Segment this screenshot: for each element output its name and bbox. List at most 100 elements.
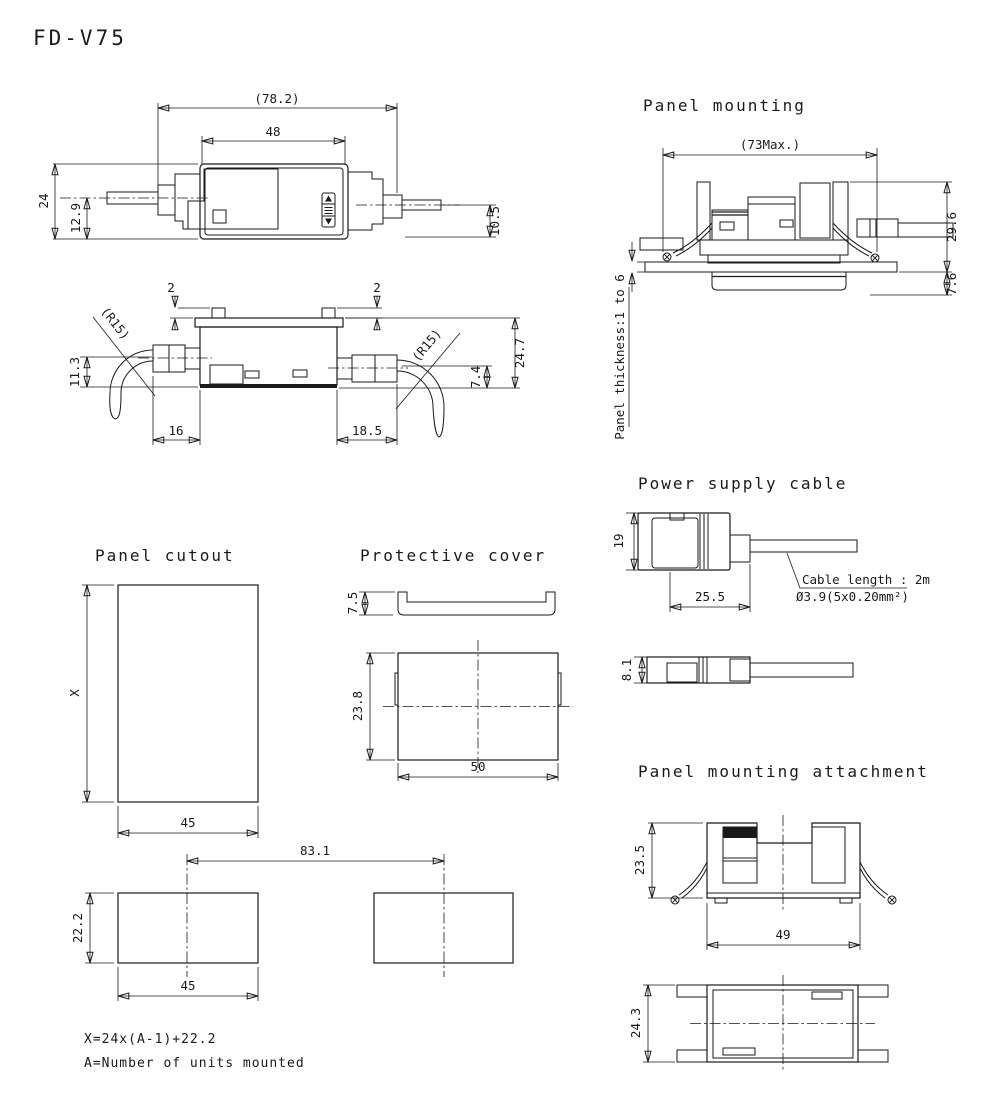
dim-cutout-multi-height: X: [67, 585, 114, 802]
dim-text-overall-depth: 24.7: [512, 338, 527, 368]
front-view-body: [60, 163, 460, 240]
dim-cable-connector-height: 19: [611, 513, 641, 570]
dim-cable-connector-length: 25.5: [670, 564, 750, 612]
dim-text-single-height: 22.2: [70, 913, 85, 943]
dim-text-connector-length: 25.5: [695, 589, 725, 604]
dim-attachment-height: 23.5: [632, 823, 703, 898]
dim-attachment-depth: 24.3: [628, 985, 675, 1062]
dim-cutout-single-height: 22.2: [70, 893, 114, 963]
dim-mount-depth-below: 7.6: [870, 272, 959, 295]
front-view-drawing: (78.2) 48 24 12.9 10.5: [36, 91, 502, 265]
left-screw: [662, 252, 672, 262]
dim-text-inlet-offset: 16: [168, 423, 183, 438]
power-cable-title: Power supply cable: [638, 474, 848, 493]
dim-cutout-single-width: 45: [118, 967, 258, 1001]
cover-profile: [397, 591, 556, 616]
radius-text-right: (R15): [409, 326, 445, 364]
dim-top-inlet-offset: 16: [153, 376, 200, 445]
cable-callout: Cable length : 2m Ø3.9(5x0.20mm²): [786, 552, 930, 604]
dim-text-top-outlet-height: 7.4: [468, 366, 483, 389]
cover-plan: [383, 640, 573, 773]
dim-cover-height: 7.5: [345, 592, 395, 615]
dim-top-tab-left: 2: [167, 280, 210, 330]
attachment-plan-view: [676, 975, 889, 1072]
power-cable-drawing: 19 25.5 Cable length : 2m Ø3.9(5x0.20mm²…: [611, 500, 930, 705]
dim-text-cover-depth: 23.8: [350, 691, 365, 721]
dim-text-connector-height: 19: [611, 533, 626, 548]
dim-text-overall-width: (78.2): [254, 91, 299, 106]
attachment-drawing: 23.5 49 24.3: [628, 815, 897, 1072]
outlet-tube: [432, 406, 445, 438]
dim-front-body-width: 48: [202, 124, 345, 164]
dim-cover-depth: 23.8: [350, 653, 395, 760]
connector-fins: [209, 364, 244, 385]
dim-text-body-width: 48: [265, 124, 280, 139]
dim-text-connector-thickness: 8.1: [619, 659, 634, 682]
power-cable-flat-view: [646, 656, 854, 684]
cable-length-note: Cable length : 2m: [802, 572, 930, 587]
attachment-left-screw: [670, 895, 680, 905]
panel-thickness-note: Panel thickness:1 to 6: [612, 274, 627, 440]
attachment-right-screw: [887, 895, 897, 905]
dim-text-tab-left: 2: [167, 280, 175, 295]
dim-top-tab-right: 2: [337, 280, 382, 330]
power-cable-side-view: [637, 512, 858, 571]
attachment-title: Panel mounting attachment: [638, 762, 929, 781]
dim-attachment-width: 49: [707, 903, 860, 950]
dim-text-attachment-depth: 24.3: [628, 1008, 643, 1038]
dim-text-depth-below: 7.6: [944, 273, 959, 296]
dim-mount-max-width: (73Max.): [663, 137, 877, 252]
cable-spec-note: Ø3.9(5x0.20mm²): [796, 589, 909, 604]
panel-cutout-title: Panel cutout: [95, 546, 235, 565]
dim-text-multi-height: X: [67, 689, 82, 697]
panel-mounting-title: Panel mounting: [643, 96, 806, 115]
mode-button: [212, 209, 227, 224]
dim-text-single-width: 45: [180, 978, 195, 993]
inlet-tube: [109, 392, 122, 420]
dim-text-attachment-height: 23.5: [632, 845, 647, 875]
dim-cutout-pitch: 83.1: [187, 843, 444, 861]
dim-text-cover-width: 50: [470, 759, 485, 774]
panel-mounting-drawing: (73Max.) 29.6 7.6 Panel thickness:1 to 6: [612, 137, 959, 440]
dim-text-pitch: 83.1: [300, 843, 330, 858]
dim-text-multi-width: 45: [180, 815, 195, 830]
dim-front-height: 24: [36, 164, 198, 239]
dim-text-inlet-height: 12.9: [68, 203, 83, 233]
updown-keys: [321, 192, 336, 228]
dim-top-outlet-offset: 18.5: [337, 384, 397, 445]
panel-mounting-body: [639, 181, 954, 291]
dim-panel-thickness: Panel thickness:1 to 6: [612, 242, 650, 440]
panel-cutout-drawing: X 45 83.1 22.2 45: [67, 565, 514, 1001]
dim-text-outlet-height: 10.5: [487, 206, 502, 236]
radius-text-left: (R15): [98, 304, 133, 343]
cutout-single-rects: [117, 854, 514, 977]
formula-note: X=24x(A-1)+22.2: [84, 1032, 217, 1047]
dim-front-overall-width: (78.2): [158, 91, 397, 193]
attachment-section-view: [670, 815, 897, 910]
up-arrow-icon: [325, 195, 332, 202]
dim-text-max-width: (73Max.): [740, 137, 800, 152]
page-title: FD-V75: [33, 26, 127, 50]
dim-cutout-multi-width: 45: [118, 806, 258, 838]
dim-text-outlet-offset: 18.5: [352, 423, 382, 438]
dim-text-height-above: 29.6: [944, 212, 959, 242]
dim-top-inlet-height: 11.3: [67, 357, 198, 387]
top-view-drawing: 2 2 (R15) (R15) 11.3 24.7: [67, 280, 527, 445]
top-view-body: [109, 307, 445, 438]
dim-text-top-inlet-height: 11.3: [67, 357, 82, 387]
dim-cable-connector-thickness: 8.1: [619, 657, 649, 683]
dim-text-height: 24: [36, 193, 51, 208]
dim-text-attachment-width: 49: [775, 927, 790, 942]
cutout-multi-rect: [117, 584, 259, 803]
protective-cover-drawing: 7.5 23.8 50: [345, 565, 573, 781]
dim-top-outlet-height: 7.4: [402, 366, 492, 389]
dim-text-cover-height: 7.5: [345, 592, 360, 615]
dim-front-inlet-height: 12.9: [68, 198, 87, 239]
legend-note: A=Number of units mounted: [84, 1056, 305, 1071]
radius-callout-right: (R15): [395, 326, 461, 410]
dim-mount-height-above: 29.6: [850, 182, 959, 272]
protective-cover-title: Protective cover: [360, 546, 547, 565]
dim-cover-width: 50: [398, 759, 558, 781]
down-arrow-icon: [325, 218, 332, 225]
